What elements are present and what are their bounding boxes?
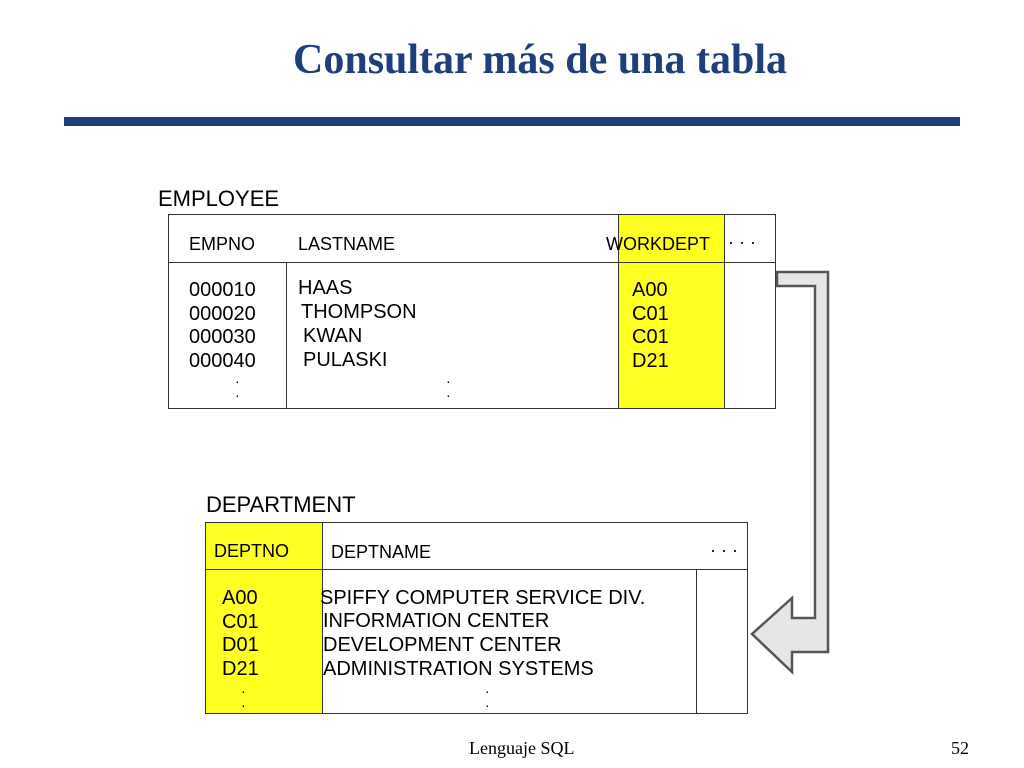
page-number: 52	[951, 738, 969, 758]
deptno-cell: D01	[222, 634, 259, 656]
empno-cell: 000040	[189, 349, 256, 372]
col-header-empno: EMPNO	[189, 234, 256, 254]
department-table-name: DEPARTMENT	[206, 492, 356, 517]
workdept-cell: C01	[632, 326, 669, 348]
footer-text: Lenguaje SQL	[469, 738, 575, 758]
col-header-deptno: DEPTNO	[214, 541, 290, 561]
deptno-cell: C01	[222, 610, 259, 633]
workdept-cell: D21	[632, 349, 669, 372]
deptno-highlight	[205, 522, 322, 713]
empno-cell: 000030	[189, 326, 256, 348]
department-more-rows: · ·	[241, 683, 246, 713]
workdept-cell: A00	[632, 279, 668, 301]
employee-workdept-column: A00 C01 C01 D21	[632, 279, 669, 373]
employee-more-rows: · ·	[446, 373, 451, 403]
department-header-rule	[205, 569, 748, 570]
slide-title: Consultar más de una tabla	[293, 37, 787, 83]
bent-arrow-icon	[750, 270, 830, 675]
deptno-cell: A00	[222, 587, 258, 609]
more-columns-indicator: · · ·	[710, 540, 738, 560]
deptname-cell: SPIFFY COMPUTER SERVICE DIV.	[320, 587, 646, 609]
employee-header-rule	[168, 262, 776, 263]
col-header-lastname: LASTNAME	[298, 234, 396, 254]
deptname-cell: DEVELOPMENT CENTER	[323, 634, 562, 656]
employee-table-border	[168, 214, 776, 409]
col-header-deptname: DEPTNAME	[331, 542, 432, 562]
workdept-right-border	[724, 214, 725, 409]
workdept-cell: C01	[632, 302, 669, 325]
lastname-cell: PULASKI	[303, 349, 388, 371]
workdept-left-border	[618, 214, 619, 409]
col-header-workdept: WORKDEPT	[606, 234, 711, 254]
deptname-cell: ADMINISTRATION SYSTEMS	[323, 658, 594, 680]
lastname-cell: KWAN	[303, 325, 363, 347]
lastname-cell: THOMPSON	[301, 301, 417, 323]
employee-col-divider	[286, 262, 287, 409]
deptno-right-border	[322, 522, 323, 714]
deptname-cell: INFORMATION CENTER	[323, 610, 550, 632]
department-deptno-column: A00 C01 D01 D21	[222, 587, 259, 681]
employee-more-rows: · ·	[235, 373, 240, 403]
empno-cell: 000010	[189, 279, 256, 301]
more-columns-indicator: · · ·	[728, 232, 756, 252]
department-table-border	[205, 522, 748, 714]
employee-empno-column: 000010 000020 000030 000040	[189, 279, 256, 373]
title-divider	[64, 117, 960, 126]
lastname-cell: HAAS	[298, 277, 353, 299]
department-more-rows: · ·	[485, 683, 490, 713]
workdept-highlight	[618, 214, 724, 408]
department-col-divider	[696, 569, 697, 714]
empno-cell: 000020	[189, 302, 256, 325]
employee-table-name: EMPLOYEE	[158, 186, 280, 211]
deptno-cell: D21	[222, 657, 259, 680]
